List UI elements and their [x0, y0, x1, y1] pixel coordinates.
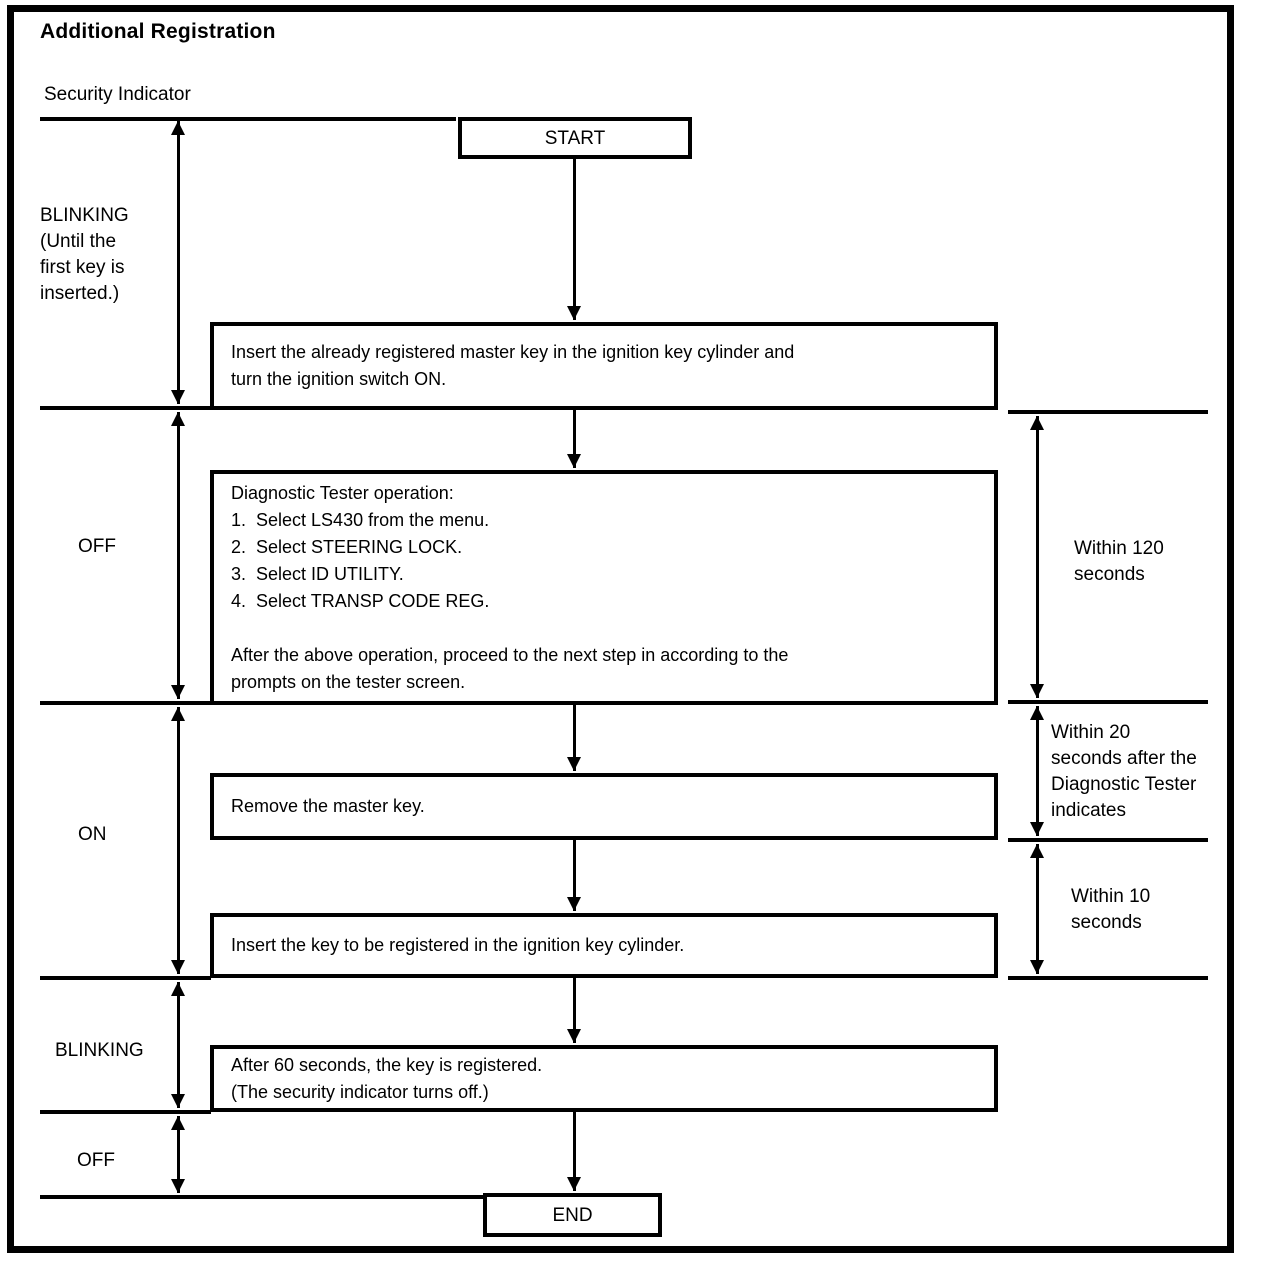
- step-box-remove-master-key: Remove the master key.: [210, 773, 998, 840]
- within-10s-arrow: [1030, 844, 1044, 974]
- page-border: [7, 5, 1234, 1253]
- state-label-off-2: OFF: [77, 1150, 115, 1171]
- off2-range-arrow: [171, 1116, 185, 1193]
- flow-arrow-start-step1: [567, 159, 581, 320]
- within-120s-arrow: [1030, 416, 1044, 698]
- blinking2-range-arrow: [171, 982, 185, 1108]
- state-label-blinking: BLINKING (Until the first key is inserte…: [40, 205, 129, 304]
- flow-arrow-step1-step2: [567, 410, 581, 468]
- timeline-line-5: [40, 1110, 211, 1114]
- step-box-diagnostic-tester: Diagnostic Tester operation: 1. Select L…: [210, 470, 998, 705]
- start-node: START: [458, 117, 692, 159]
- timing-label-20s: Within 20 seconds after the Diagnostic T…: [1051, 722, 1197, 821]
- timing-label-10s: Within 10 seconds: [1071, 886, 1151, 933]
- state-label-on: ON: [78, 824, 107, 845]
- state-label-off: OFF: [78, 536, 116, 557]
- timeline-line-2: [40, 406, 211, 410]
- end-node: END: [483, 1193, 662, 1237]
- timing-line-1: [1008, 410, 1208, 414]
- off-range-arrow: [171, 412, 185, 699]
- step-box-key-registered: After 60 seconds, the key is registered.…: [210, 1045, 998, 1112]
- timeline-line-bottom: [40, 1195, 483, 1199]
- timing-line-4: [1008, 976, 1208, 980]
- step-box-insert-new-key: Insert the key to be registered in the i…: [210, 913, 998, 978]
- flow-arrow-step2-step3: [567, 705, 581, 771]
- timeline-line-4: [40, 976, 211, 980]
- within-20s-arrow: [1030, 706, 1044, 836]
- page-title: Additional Registration: [40, 20, 276, 43]
- timeline-line-top: [40, 117, 456, 121]
- on-range-arrow: [171, 707, 185, 974]
- flow-arrow-step3-step4: [567, 840, 581, 911]
- timing-line-2: [1008, 700, 1208, 704]
- timing-label-120s: Within 120 seconds: [1074, 538, 1164, 585]
- flow-arrow-step4-step5: [567, 978, 581, 1043]
- flow-arrow-step5-end: [567, 1112, 581, 1191]
- security-indicator-label: Security Indicator: [44, 84, 191, 105]
- blinking-range-arrow: [171, 121, 185, 404]
- timing-line-3: [1008, 838, 1208, 842]
- state-label-blinking-2: BLINKING: [55, 1040, 144, 1061]
- timeline-line-3: [40, 701, 211, 705]
- step-box-insert-master-key: Insert the already registered master key…: [210, 322, 998, 410]
